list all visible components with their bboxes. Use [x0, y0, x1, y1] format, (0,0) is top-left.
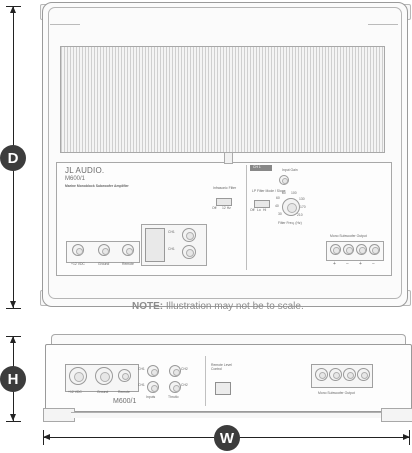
dial-mark-40: 40 — [275, 204, 279, 208]
width-arrow-left-icon — [43, 434, 50, 440]
dial-mark-170: 170 — [300, 205, 306, 209]
output-terminal-2 — [343, 244, 354, 255]
terminal-sign-4: − — [372, 261, 375, 267]
infrasonic-filter-label: Infrasonic Filter — [213, 186, 237, 190]
depth-arrow-down-icon — [10, 301, 16, 308]
front-power-12v — [69, 367, 87, 385]
power-terminal-remote — [122, 244, 134, 256]
model-name: M600/1 — [65, 176, 86, 182]
remote-level-label: Remote Level Control — [211, 363, 232, 371]
amplifier-top-view: JL AUDIO. M600/1 Marine Monoblock Subwoo… — [38, 2, 412, 308]
width-arrow-right-icon — [403, 434, 410, 440]
terminal-sign-3: + — [359, 261, 362, 267]
output-terminal-4 — [369, 244, 380, 255]
brand-logo: JL AUDIO. — [65, 166, 105, 175]
power-terminal-12v — [72, 244, 84, 256]
height-badge: H — [0, 366, 26, 392]
ch-label-tag — [250, 165, 272, 171]
label-remote: Remote — [122, 262, 134, 266]
filter-frequency-dial[interactable] — [282, 198, 300, 216]
height-arrow-down-icon — [10, 414, 16, 421]
dial-mark-30: 30 — [278, 212, 282, 216]
heatsink-grille — [60, 46, 385, 153]
filter-freq-label: Filter Freq. (Hz) — [278, 221, 302, 225]
front-output-terminal-1 — [315, 368, 328, 381]
front-top-edge — [51, 334, 406, 345]
front-output-terminal-4 — [357, 368, 370, 381]
front-rca-label-2: CH1 — [138, 383, 145, 387]
filter-value-12hz: 12 Hz — [222, 206, 231, 210]
lid-seam-right — [368, 24, 398, 25]
product-subtitle: Marine Monoblock Subwoofer Amplifier — [65, 184, 129, 188]
input-label-ch1-a: CH1 — [168, 230, 175, 234]
front-rca-thru-1 — [169, 365, 181, 377]
front-label-remote: Remote — [118, 390, 130, 394]
input-gain-knob[interactable] — [279, 175, 289, 185]
lowpass-label: LP Filter Mode / Slope — [252, 189, 286, 193]
depth-badge: D — [0, 145, 26, 171]
lowpass-value-off: Off — [250, 208, 255, 212]
front-rca-thru-2 — [169, 381, 181, 393]
dial-mark-130: 130 — [299, 197, 305, 201]
front-power-remote — [118, 369, 131, 382]
lowpass-value-lo: Lo — [257, 208, 261, 212]
front-rca-label-3: CH2 — [181, 367, 188, 371]
input-rca-bottom — [182, 245, 196, 259]
dial-mark-100: 100 — [291, 191, 297, 195]
dial-mark-60: 60 — [276, 196, 280, 200]
front-base-right — [381, 408, 412, 422]
output-terminal-3 — [356, 244, 367, 255]
front-output-label: Mono Subwoofer Output — [318, 391, 355, 395]
note-text: Illustration may not be to scale. — [163, 301, 304, 312]
height-dimension-bottom-tick — [6, 421, 21, 422]
front-thru-label: Thrutlo — [168, 395, 179, 399]
label-ground: Ground — [98, 262, 110, 266]
infrasonic-filter-switch[interactable] — [216, 198, 232, 206]
input-label-ch1-b: CH1 — [168, 247, 175, 251]
width-badge: W — [214, 425, 240, 451]
power-terminal-ground — [98, 244, 110, 256]
lid-seam-left — [50, 24, 80, 25]
front-base-plate — [71, 412, 381, 418]
remote-port-divider — [205, 356, 206, 406]
front-label-ground: Ground — [97, 390, 109, 394]
front-rca-input-1 — [147, 365, 159, 377]
front-model-name: M600/1 — [113, 398, 137, 405]
lowpass-mode-switch[interactable] — [254, 200, 270, 208]
note-label: NOTE: — [132, 301, 164, 312]
panel-divider — [246, 165, 247, 270]
front-output-terminal-2 — [329, 368, 342, 381]
depth-dimension-bottom-tick — [6, 308, 21, 309]
input-rca-top — [182, 228, 196, 242]
chassis-inner — [48, 7, 402, 299]
terminal-sign-1: + — [333, 261, 336, 267]
front-label-12v: +12 VDC — [68, 390, 82, 394]
input-cover-plate — [145, 228, 165, 262]
filter-value-off: Off — [212, 206, 217, 210]
remote-level-port — [215, 382, 231, 395]
label-12v: +12 VDC — [71, 262, 85, 266]
amplifier-front-view: +12 VDC Ground Remote M600/1 CH1 CH1 CH2… — [43, 334, 412, 422]
height-arrow-up-icon — [10, 336, 16, 343]
dial-mark-80: 80 — [282, 191, 286, 195]
panel-latch — [224, 152, 233, 164]
depth-arrow-up-icon — [10, 6, 16, 13]
ch-label: CH 1 — [253, 165, 261, 169]
lowpass-value-hi: Hi — [263, 208, 267, 212]
front-rca-label-1: CH1 — [138, 367, 145, 371]
output-label-top: Mono Subwoofer Output — [330, 234, 367, 238]
front-rca-label-4: CH2 — [181, 383, 188, 387]
front-inputs-label: Inputs — [146, 395, 156, 399]
terminal-sign-2: − — [346, 261, 349, 267]
front-power-ground — [95, 367, 113, 385]
front-output-terminal-3 — [343, 368, 356, 381]
input-gain-label: Input Gain — [282, 168, 298, 172]
scale-note: NOTE: Illustration may not be to scale. — [132, 301, 304, 312]
front-rca-input-2 — [147, 381, 159, 393]
dial-mark-210: 210 — [297, 213, 303, 217]
output-terminal-1 — [330, 244, 341, 255]
